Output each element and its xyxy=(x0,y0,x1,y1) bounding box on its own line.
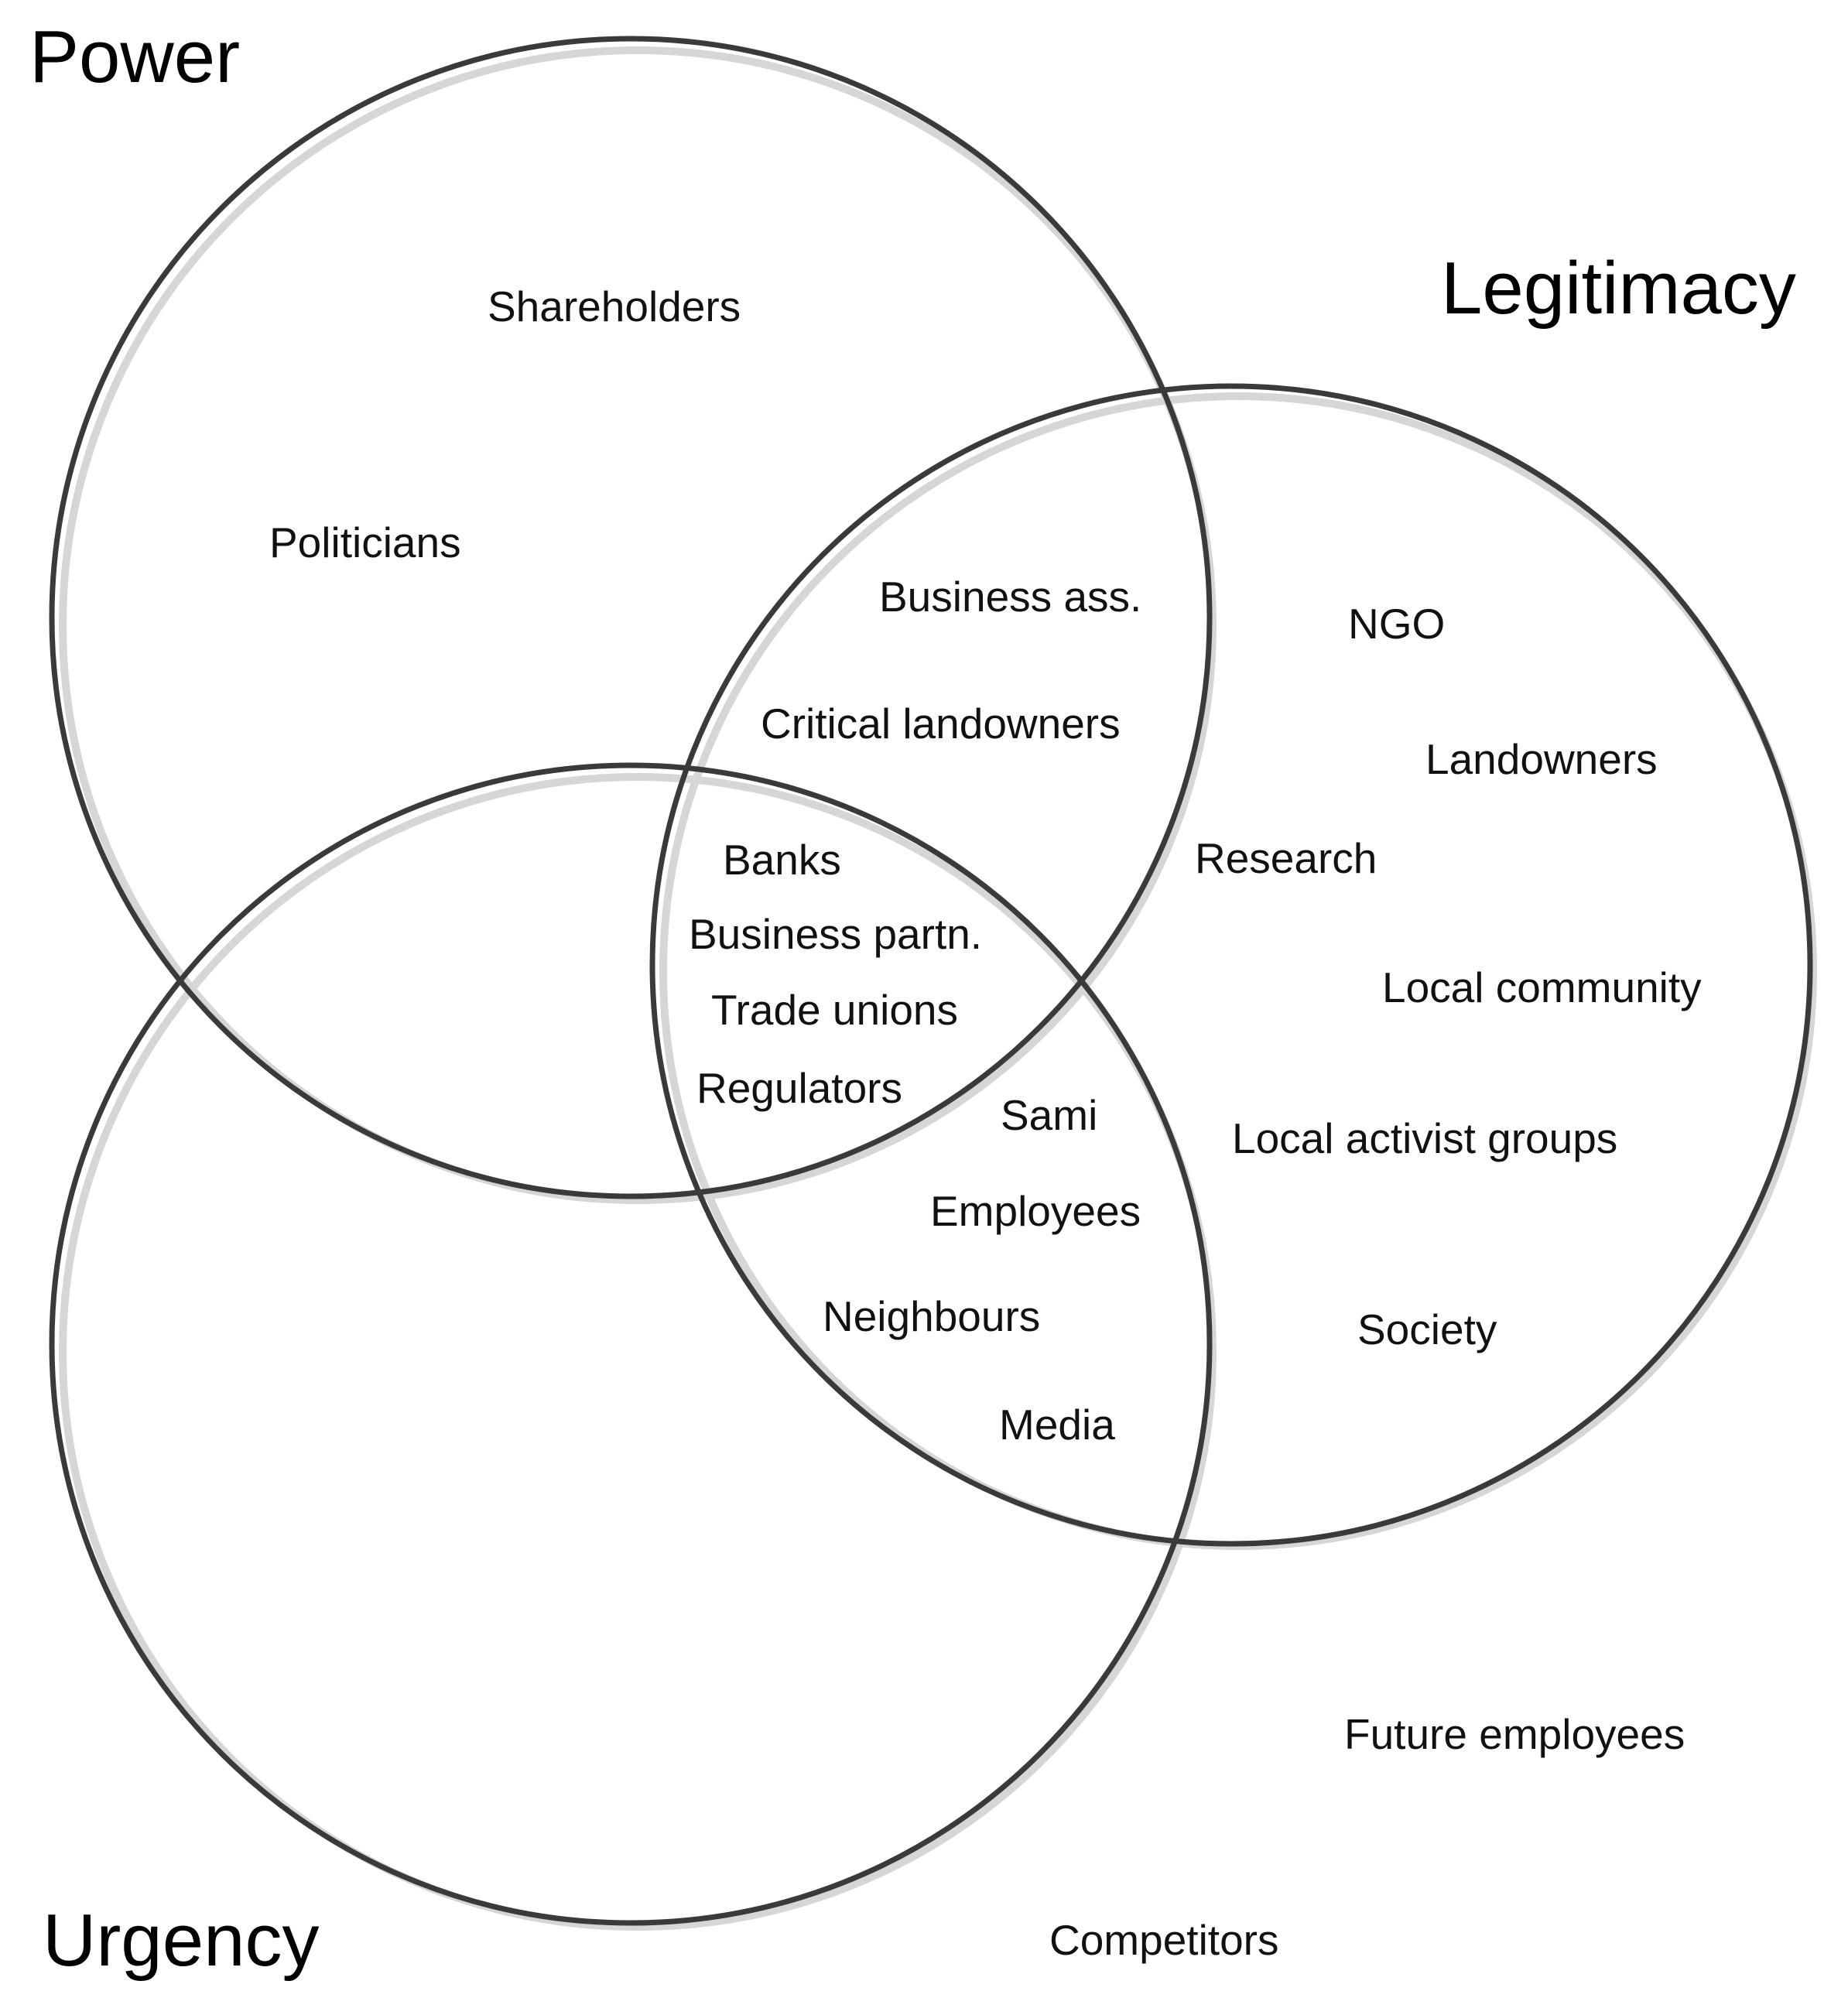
item-media: Media xyxy=(999,1401,1115,1449)
urgency-circle xyxy=(49,762,1213,1926)
set-label-urgency: Urgency xyxy=(43,1899,319,1982)
item-ngo: NGO xyxy=(1348,600,1445,648)
item-competitors: Competitors xyxy=(1049,1916,1278,1964)
item-business-ass: Business ass. xyxy=(879,573,1141,621)
item-future-employees: Future employees xyxy=(1344,1710,1685,1758)
item-politicians: Politicians xyxy=(269,518,461,566)
item-regulators: Regulators xyxy=(696,1064,902,1112)
item-critical-landowners: Critical landowners xyxy=(761,700,1121,748)
item-employees: Employees xyxy=(930,1187,1141,1235)
item-society: Society xyxy=(1357,1305,1497,1353)
item-landowners: Landowners xyxy=(1425,735,1658,783)
item-business-partn: Business partn. xyxy=(689,910,982,958)
set-label-legitimacy: Legitimacy xyxy=(1441,247,1796,330)
item-local-community: Local community xyxy=(1382,963,1702,1011)
item-banks: Banks xyxy=(723,836,841,884)
set-label-power: Power xyxy=(29,15,240,98)
power-circle xyxy=(49,36,1213,1199)
item-sami: Sami xyxy=(1001,1091,1097,1139)
legitimacy-circle xyxy=(649,383,1813,1547)
item-trade-unions: Trade unions xyxy=(711,986,958,1034)
item-shareholders: Shareholders xyxy=(488,282,741,330)
item-local-activist-groups: Local activist groups xyxy=(1232,1114,1617,1162)
item-neighbours: Neighbours xyxy=(823,1292,1040,1340)
item-research: Research xyxy=(1195,834,1377,882)
